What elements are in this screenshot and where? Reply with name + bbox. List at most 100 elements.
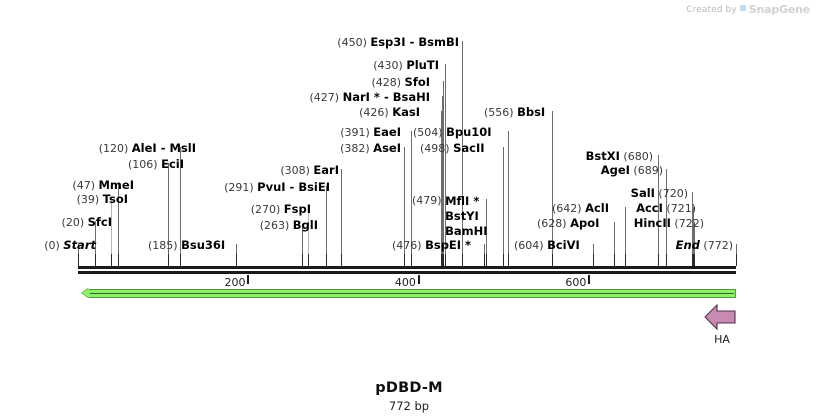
restriction-site-tick[interactable] [442,254,443,266]
restriction-site-label[interactable]: End (772) [676,238,733,253]
restriction-site-label[interactable]: BstXI (680) [585,149,653,164]
site-enzyme-names: EaeI [373,125,401,139]
plasmid-size-label: 772 bp [388,399,430,413]
restriction-site-tick[interactable] [503,254,504,266]
site-enzyme-names: BbsI [517,105,545,119]
orf-arrow-centerline [90,293,734,294]
restriction-site-tick[interactable] [484,254,485,266]
restriction-site-tick[interactable] [552,254,553,266]
restriction-site-label[interactable]: (628) ApoI [537,216,599,231]
site-enzyme-names: ApoI [570,216,599,230]
restriction-site-tick[interactable] [693,254,694,266]
label-leader-line [118,184,119,254]
restriction-site-tick[interactable] [236,254,237,266]
restriction-site-label[interactable]: (47) MmeI [72,178,134,193]
enzyme-name-separator: - [285,180,299,194]
restriction-site-label[interactable]: (39) TsoI [77,193,128,207]
enzyme-name: AseI [373,141,401,155]
site-position-text: (427) [309,91,343,104]
site-position-text: (680) [619,150,653,163]
enzyme-name: Bpu10I [446,125,492,139]
restriction-site-tick[interactable] [95,254,96,266]
page-title: pDBD-M [375,380,443,396]
restriction-site-label[interactable]: AccI (721) [636,202,696,216]
restriction-site-label[interactable]: (556) BbsI [484,105,545,120]
restriction-site-tick[interactable] [341,254,342,266]
restriction-site-label[interactable]: (604) BciVI [514,239,580,253]
restriction-site-label[interactable]: (391) EaeI [340,125,401,140]
site-position-text: (722) [670,217,704,230]
site-position-text: (772) [699,239,733,252]
restriction-site-tick[interactable] [614,254,615,266]
restriction-site-tick[interactable] [180,254,181,266]
restriction-site-tick[interactable] [308,254,309,266]
restriction-site-label[interactable]: (426) KasI [359,105,420,120]
restriction-site-tick[interactable] [445,254,446,266]
site-enzyme-names: EarI [313,163,339,177]
restriction-site-label[interactable]: AgeI (689) [601,164,663,178]
restriction-site-tick[interactable] [486,254,487,266]
restriction-site-tick[interactable] [593,254,594,266]
restriction-site-tick[interactable] [658,254,659,266]
restriction-site-label[interactable]: (382) AseI [340,141,401,156]
restriction-site-tick[interactable] [625,254,626,266]
restriction-site-tick[interactable] [302,254,303,266]
site-enzyme-names: MmeI [98,178,134,192]
restriction-site-label[interactable]: (20) SfcI [62,216,112,230]
restriction-site-tick[interactable] [326,254,327,266]
site-enzyme-names: BspEI * [425,238,471,252]
restriction-site-tick[interactable] [462,254,463,266]
restriction-site-label[interactable]: (476) BspEI * [392,238,471,253]
restriction-site-label[interactable]: (120) AleI - MslI [98,142,196,156]
site-enzyme-names: SacII [453,141,484,155]
restriction-site-tick[interactable] [78,254,79,266]
site-enzyme-names: Start [63,238,96,252]
restriction-site-tick[interactable] [441,254,442,266]
restriction-site-tick[interactable] [404,254,405,266]
enzyme-name: BstXI [585,149,620,163]
restriction-site-label[interactable]: (106) EciI [128,158,184,172]
enzyme-name: Esp3I [370,35,406,49]
label-leader-line [236,244,237,254]
ruler-major-tick [417,275,420,284]
restriction-site-label[interactable]: (263) BglI [260,218,318,233]
site-enzyme-names: KasI [392,105,420,119]
ha-feature[interactable]: HA [702,303,742,346]
restriction-site-label[interactable]: (498) SacII [420,141,485,156]
orf-arrow-feature[interactable] [82,288,736,298]
restriction-site-label[interactable]: (427) NarI * - BsaHI [309,91,431,105]
restriction-site-tick[interactable] [168,254,169,266]
enzyme-name: BglI [292,218,318,232]
restriction-site-tick[interactable] [666,254,667,266]
site-position-text: (120) [98,142,132,155]
restriction-site-label[interactable]: (504) Bpu10I [413,125,492,140]
enzyme-name: FspI [283,202,311,216]
restriction-site-label[interactable]: (185) Bsu36I [148,239,225,253]
restriction-site-tick[interactable] [411,254,412,266]
restriction-site-label[interactable]: (430) PluTI [373,59,439,73]
restriction-site-tick[interactable] [508,254,509,266]
ruler-tick-label: 600 [565,276,587,289]
restriction-site-label[interactable]: (450) Esp3I - BsmBI [337,35,459,50]
restriction-site-tick[interactable] [694,254,695,266]
restriction-site-tick[interactable] [736,254,737,266]
site-position-text: (430) [373,59,407,72]
restriction-site-tick[interactable] [443,254,444,266]
restriction-site-label[interactable]: SalI (720) [631,187,688,201]
site-enzyme-names: End [676,238,700,252]
restriction-site-label[interactable]: HincII (722) [634,216,704,231]
restriction-site-tick[interactable] [692,254,693,266]
ruler-bar-bottom [78,271,736,274]
restriction-site-tick[interactable] [111,254,112,266]
site-enzyme-names: HincII [634,216,671,230]
restriction-site-label[interactable]: (642) AclI [552,202,609,216]
restriction-site-label[interactable]: (308) EarI [280,163,339,178]
restriction-site-tick[interactable] [118,254,119,266]
restriction-site-label[interactable]: (428) SfoI [371,75,430,90]
enzyme-name: SfoI [404,75,430,89]
restriction-site-label[interactable]: (0) Start [44,238,96,253]
restriction-site-label[interactable]: (270) FspI [251,202,311,217]
restriction-site-label[interactable]: (291) PvuI - BsiEI [224,180,330,195]
